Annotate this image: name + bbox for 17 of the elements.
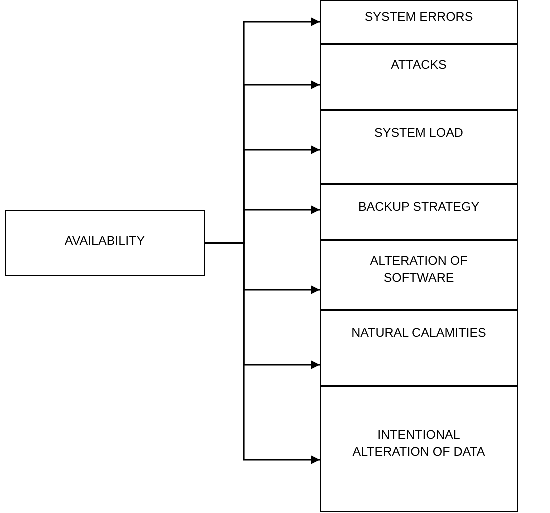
box-label: SYSTEM LOAD <box>374 125 464 142</box>
box-label: NATURAL CALAMITIES <box>350 325 488 342</box>
factor-box <box>320 110 518 184</box>
factor-box <box>320 184 518 240</box>
box-label: BACKUP STRATEGY <box>357 199 481 216</box>
box-label: SYSTEM ERRORS <box>364 9 474 26</box>
factor-box <box>320 0 518 44</box>
box-label: INTENTIONAL ALTERATION OF DATA <box>352 427 486 461</box>
box-label: ATTACKS <box>390 57 448 74</box>
box-label: ALTERATION OF SOFTWARE <box>369 253 469 287</box>
factor-box <box>320 386 518 512</box>
box-label: AVAILABILITY <box>64 233 146 250</box>
process-box <box>5 210 205 276</box>
factor-box <box>320 310 518 386</box>
arrow <box>205 242 320 464</box>
factor-box <box>320 44 518 110</box>
factor-box <box>320 240 518 310</box>
